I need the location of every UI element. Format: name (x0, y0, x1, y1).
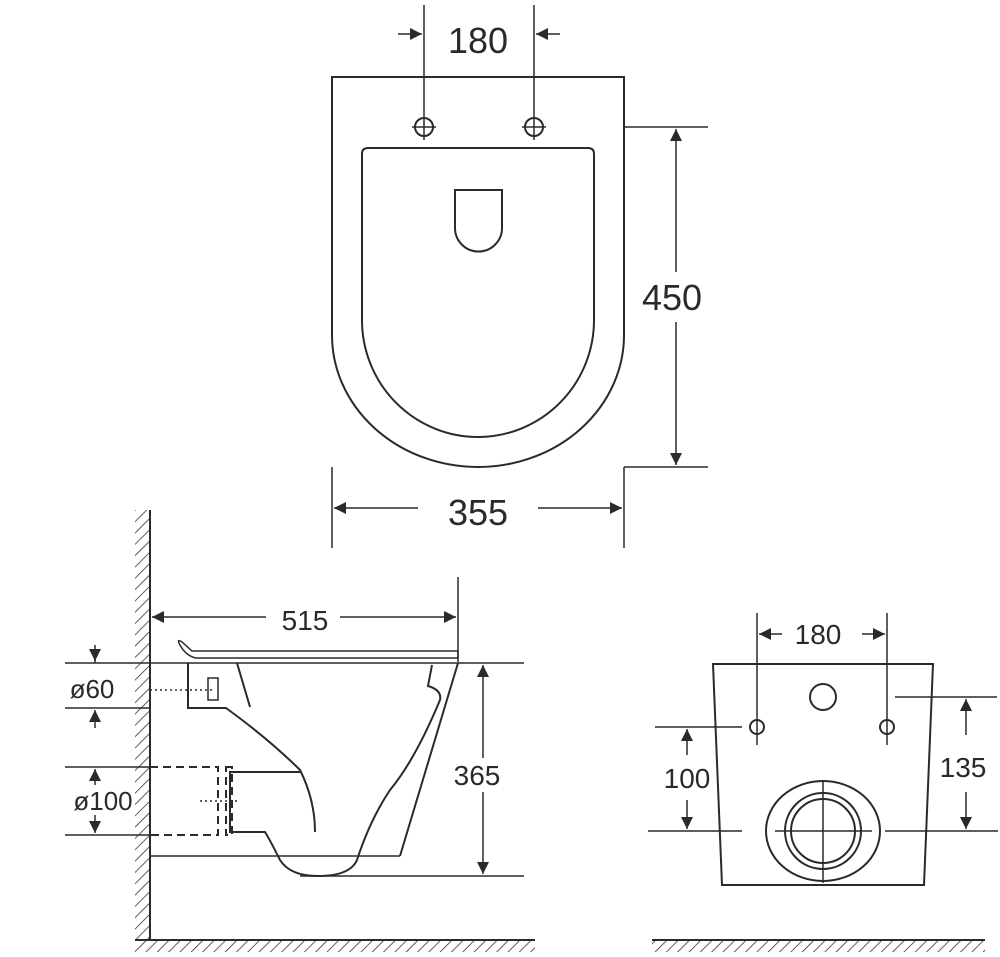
dim-inlet-height: 135 (940, 752, 987, 783)
side-view: 515 365 ø60 ø100 (65, 510, 535, 952)
dim-top-hole-spacing: 180 (448, 20, 508, 61)
seat-outline (361, 147, 595, 438)
rear-view: 180 100 135 (648, 613, 998, 952)
dim-height: 365 (454, 760, 501, 791)
seat-profile (177, 639, 459, 659)
floor-hatch (135, 940, 535, 952)
dim-outlet-diameter: ø100 (73, 786, 132, 816)
bowl-profile (187, 662, 459, 878)
dim-inlet-diameter: ø60 (70, 674, 115, 704)
wall-hatch (135, 510, 150, 940)
bowl-outline (331, 76, 625, 468)
top-view: 180 450 355 (331, 5, 708, 548)
dim-outlet-height: 100 (664, 763, 711, 794)
rear-floor-hatch (652, 940, 985, 952)
dim-width: 355 (448, 492, 508, 533)
flush-opening (454, 189, 503, 253)
dim-length: 450 (642, 277, 702, 318)
inlet-hole (809, 683, 837, 711)
dim-rear-hole-spacing: 180 (795, 619, 842, 650)
outlet-pipe-dashed (150, 766, 233, 836)
rear-outline (711, 663, 935, 886)
dim-projection: 515 (282, 605, 329, 636)
